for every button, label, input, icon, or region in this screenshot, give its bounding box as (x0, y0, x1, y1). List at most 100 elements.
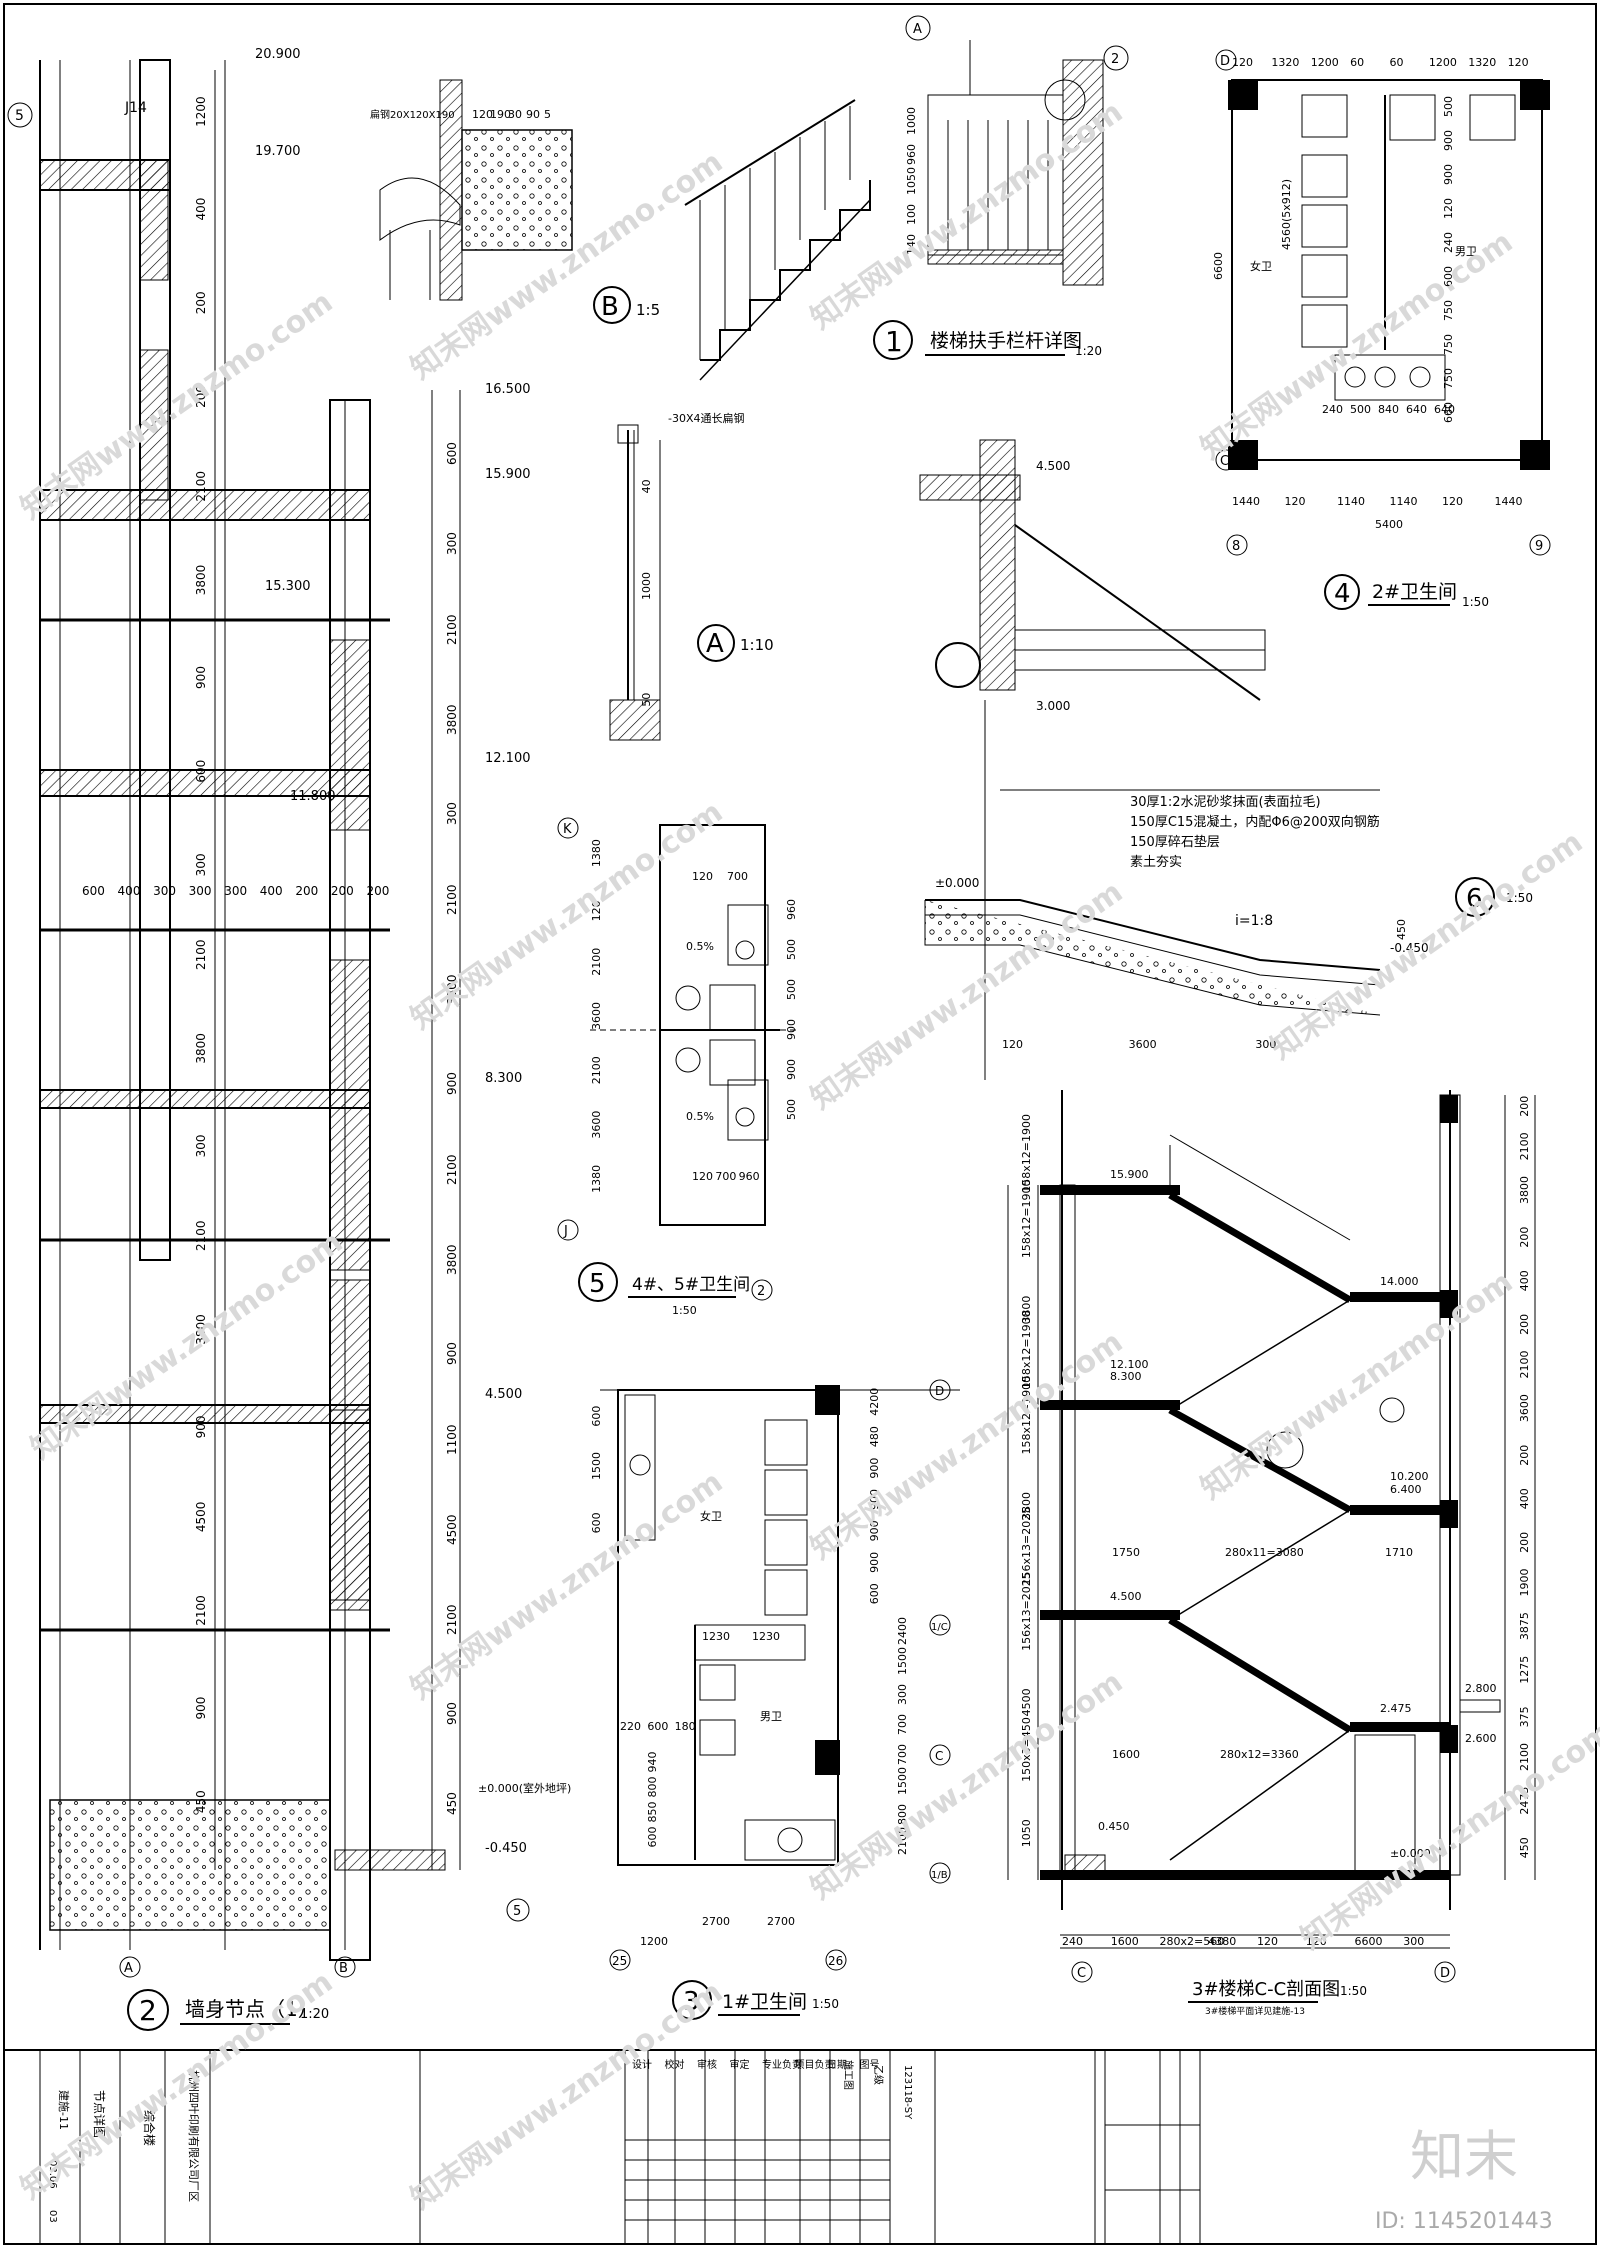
detail-a-view (609, 424, 661, 741)
dimension-label: 500 (1442, 96, 1455, 117)
dimension-label: 1750 (1112, 1546, 1140, 1559)
dimension-label: 120 (1306, 1935, 1327, 1948)
dimension-label: 900 (785, 1059, 798, 1080)
dimension-label: 850 (646, 1802, 659, 1823)
dimension-label: 700 (727, 870, 748, 883)
title-block-label: 项目负责 (795, 2058, 835, 2071)
dimension-label: 3875 (1518, 1612, 1531, 1640)
dimension-label: 158x12=1900 (1020, 1114, 1033, 1193)
dimension-label: 1900 (1518, 1569, 1531, 1597)
dimension-label: 640 (1434, 403, 1455, 416)
dimension-label: 40 (640, 479, 653, 493)
dimension-label: 2700 (767, 1915, 795, 1928)
elevation-label: 6.400 (1390, 1483, 1422, 1496)
dimension-label: 900 (868, 1552, 881, 1573)
title-block (39, 2050, 1201, 2244)
dimension-label: 3800 (194, 1314, 208, 1345)
dimension-label: 120 (1442, 198, 1455, 219)
view-b-scale: 1:5 (636, 301, 660, 319)
ramp-layer-2: 150厚C15混凝土，内配Φ6@200双向钢筋 (1130, 814, 1380, 830)
tb-date: 03 (47, 2210, 58, 2223)
toilet-45-slope-1: 0.5% (686, 940, 714, 953)
dimension-label: 900 (785, 1019, 798, 1040)
view-5-number: 5 (589, 1269, 606, 1299)
dimension-label: 5400 (1375, 518, 1403, 531)
dimension-label: 200 (295, 884, 318, 898)
rail-grid-a: A (913, 22, 922, 37)
dimension-label: 240 (1062, 1935, 1083, 1948)
toilet-45-grid-k: K (563, 822, 572, 837)
tb-project: 综合楼 (142, 2110, 157, 2146)
dimension-label: 400 (260, 884, 283, 898)
dimension-label: 750 (1442, 300, 1455, 321)
toilet-45-plan (557, 817, 800, 1301)
dimension-label: 1600 (1112, 1748, 1140, 1761)
toilet-1-grid-26: 26 (828, 1954, 843, 1968)
dimension-label: 600 (1442, 266, 1455, 287)
detail-b-view (379, 79, 573, 301)
dimension-label: 1000 (640, 572, 653, 600)
dimension-label: 1140 (1337, 495, 1365, 508)
callout-ref-b15: 5 (513, 1904, 521, 1919)
dimension-label: 1000 (905, 107, 918, 135)
cc-grid-d: D (1440, 1966, 1450, 1981)
callout-ref-j14: J14 (124, 100, 147, 116)
dimension-label: 280x11=3080 (1225, 1546, 1304, 1559)
dimension-label: 960 (739, 1170, 760, 1183)
view-5-title: 4#、5#卫生间 (632, 1275, 750, 1295)
dimension-label: 900 (868, 1458, 881, 1479)
toilet-45-grid-j: J (563, 1224, 568, 1239)
callout-ref-5: 5 (15, 108, 24, 124)
toilet-1-grid-1b: 1/B (931, 1870, 948, 1881)
dimension-label: 180 (675, 1720, 696, 1733)
elevation-label: 15.900 (1110, 1168, 1149, 1181)
dimension-label: 500 (785, 939, 798, 960)
dimension-label: 600 (647, 1720, 668, 1733)
section-cc-dimensions: 158x12=1900158x12=19003800158x12=1900158… (1020, 1096, 1531, 1948)
view-1-title: 楼梯扶手栏杆详图 (930, 330, 1082, 352)
dimension-label: 640 (1406, 403, 1427, 416)
dimension-label: 1100 (445, 1424, 459, 1455)
dimension-label: 900 (194, 1697, 208, 1720)
level-19700: 19.700 (255, 144, 301, 159)
dimension-label: 156x13=2025 (1020, 1507, 1033, 1586)
level-15900: 15.900 (485, 467, 531, 482)
wall-section-view (39, 59, 461, 1978)
ramp-level-4500: 4.500 (1036, 459, 1070, 473)
brand-id: ID: 1145201443 (1375, 2209, 1553, 2234)
dimension-label: 2400 (896, 1617, 909, 1645)
title-block-label: 审核 (697, 2058, 717, 2071)
dimension-label: 500 (785, 1099, 798, 1120)
dimension-label: 600 (590, 1512, 603, 1533)
dimension-label: 30 (508, 108, 522, 121)
dimension-label: 4500 (194, 1502, 208, 1533)
dimension-label: 3600 (1518, 1394, 1531, 1422)
dimension-label: 200 (1518, 1096, 1531, 1117)
dimension-label: 200 (1518, 1314, 1531, 1335)
dimension-label: 600 (590, 1406, 603, 1427)
dimension-label: 600 (194, 760, 208, 783)
dimension-label: 300 (153, 884, 176, 898)
dimension-label: 1320 (1468, 56, 1496, 69)
dimension-label: 450 (194, 1790, 208, 1813)
dimension-label: 1380 (590, 1165, 603, 1193)
elevation-label: 8.300 (1110, 1370, 1142, 1383)
dimension-label: 3600 (1129, 1038, 1157, 1051)
dimension-label: 200 (1518, 1532, 1531, 1553)
dimension-label: 2100 (1518, 1743, 1531, 1771)
dimension-label: 1200 (1429, 56, 1457, 69)
dimension-label: 120 (1508, 56, 1529, 69)
level-11800: 11.800 (290, 789, 336, 804)
dimension-label: 940 (646, 1752, 659, 1773)
dimension-label: 100 (905, 204, 918, 225)
dimension-label: 2700 (702, 1915, 730, 1928)
dimension-label: 750 (1442, 368, 1455, 389)
detail-a-top-note: -30X4通长扁钢 (668, 412, 745, 425)
dimension-label: 2100 (194, 939, 208, 970)
dimension-label: 3800 (445, 1244, 459, 1275)
